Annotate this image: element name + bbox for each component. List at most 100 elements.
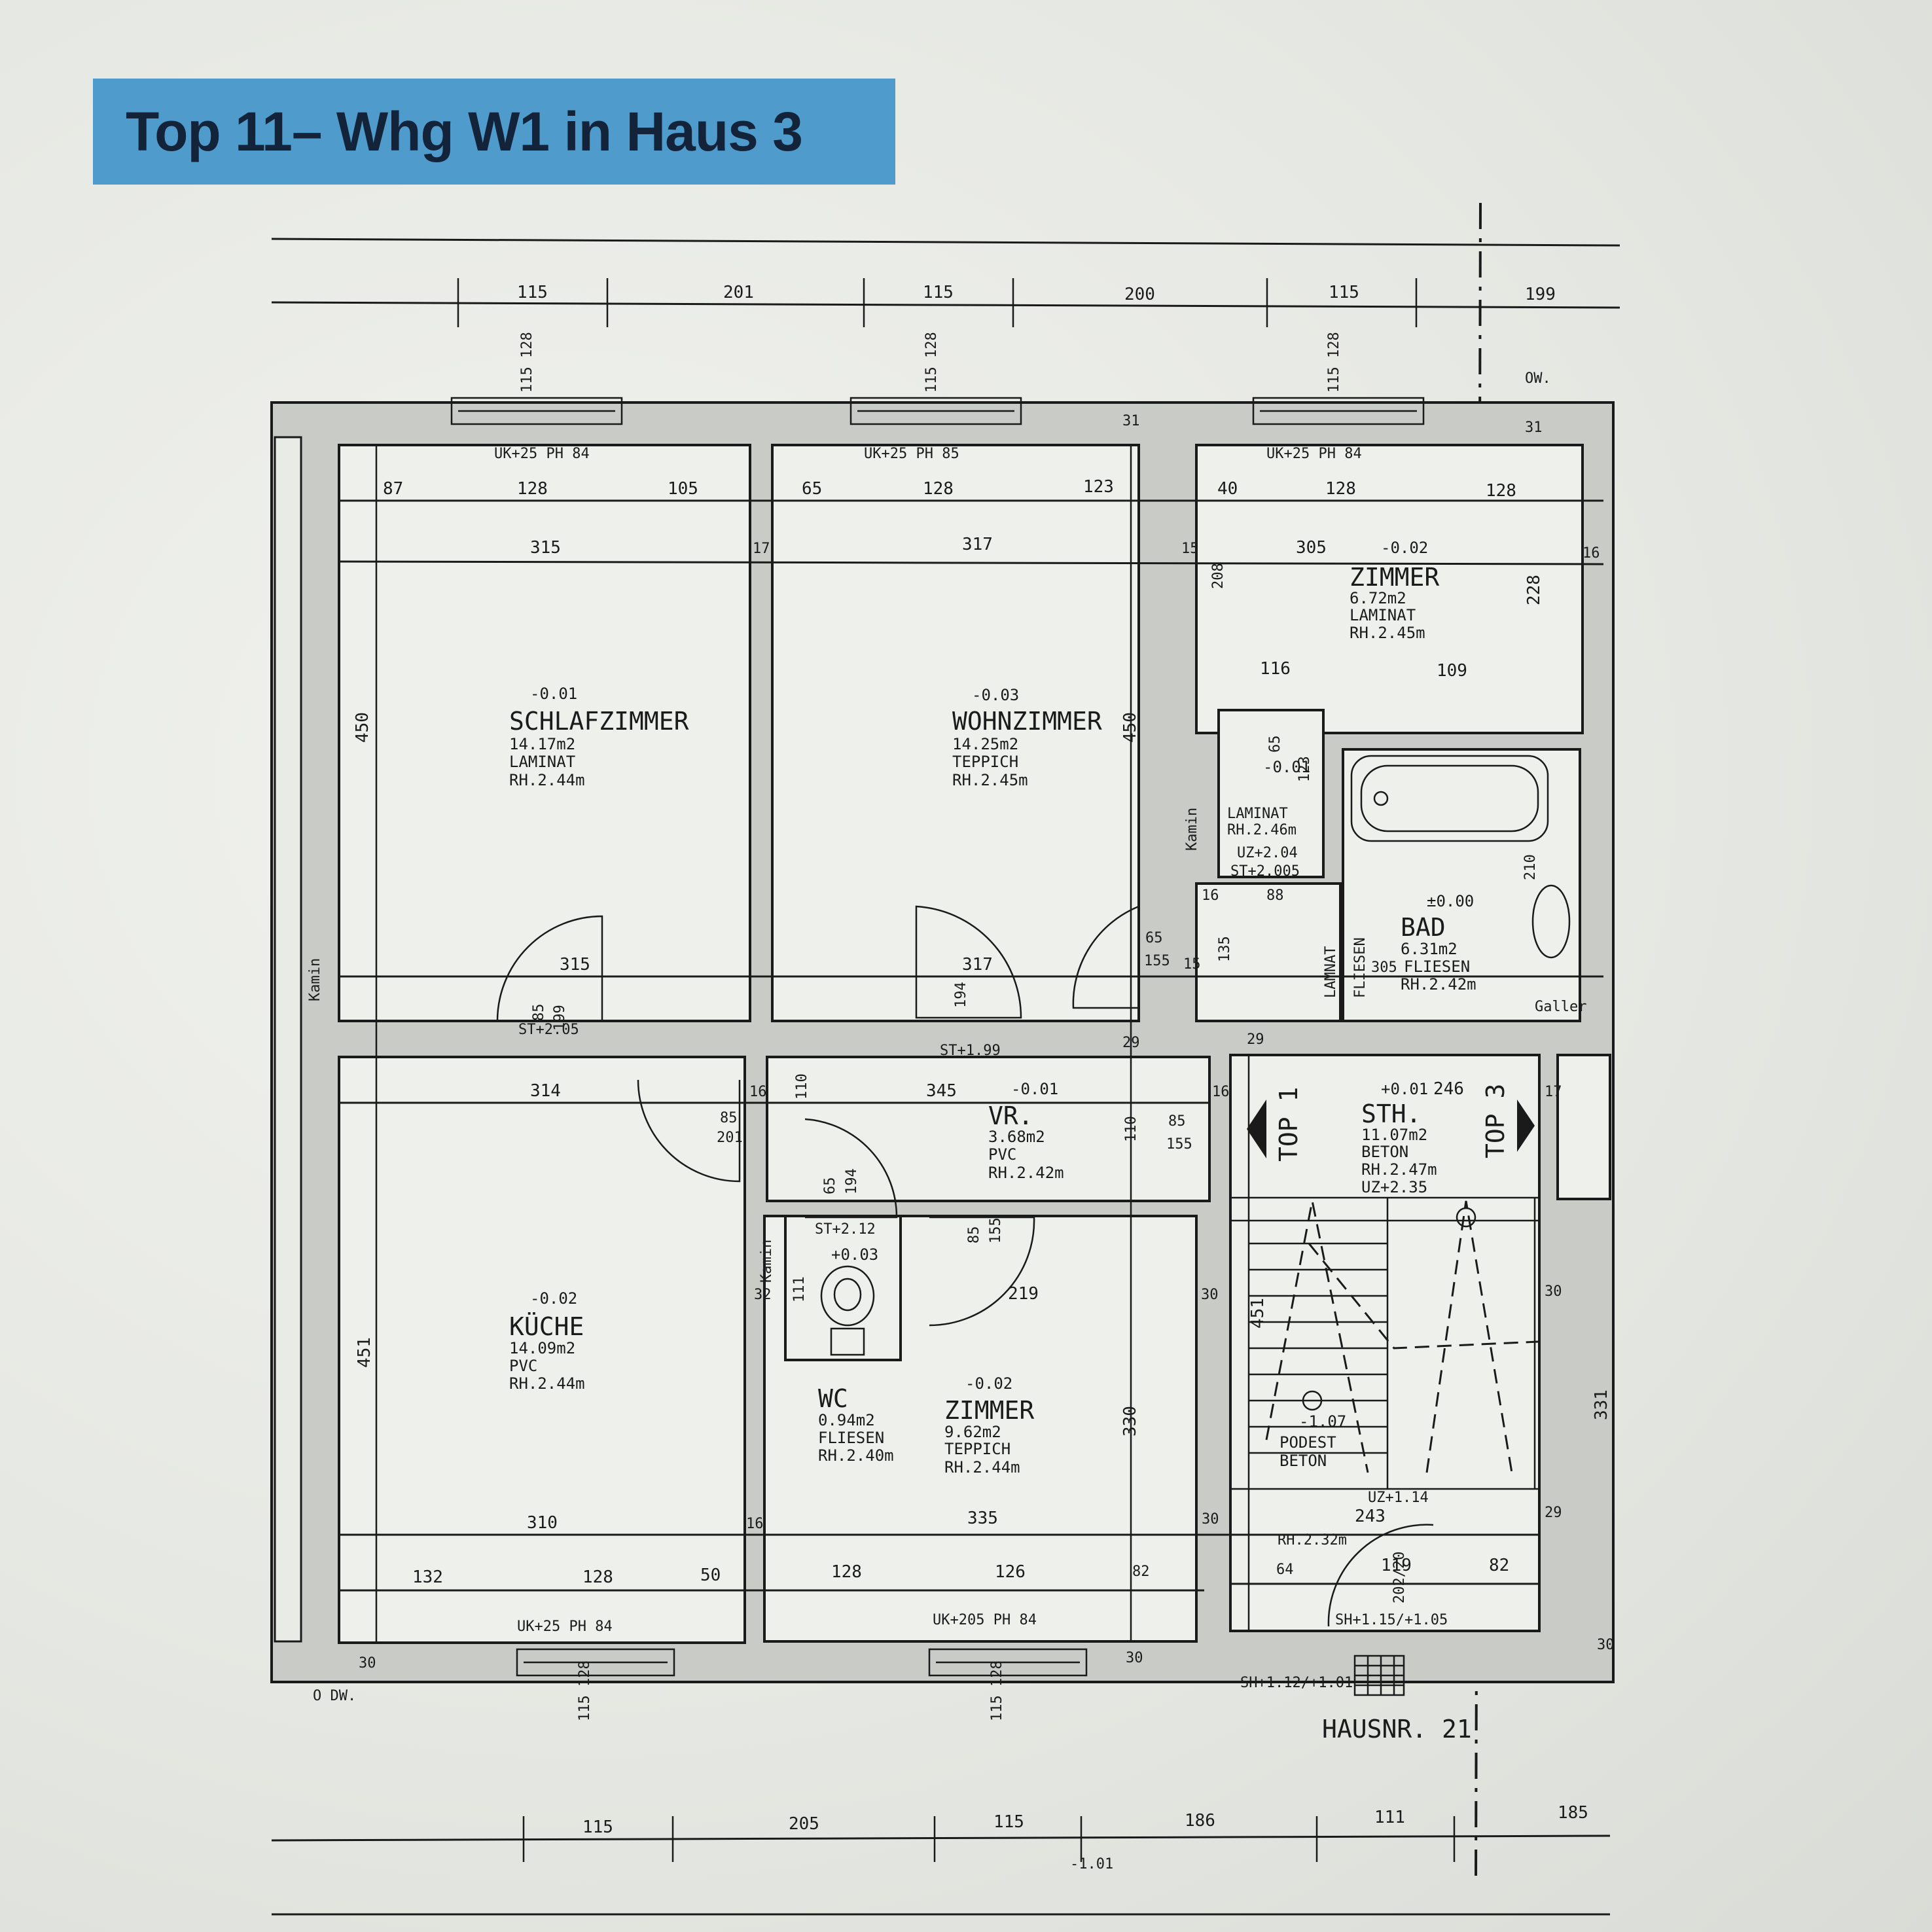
- bad-area: 6.31m2: [1401, 940, 1458, 958]
- wc-floor: FLIESEN: [818, 1429, 884, 1447]
- dim-top-5: 115: [1329, 283, 1359, 302]
- dim-top-6: 199: [1525, 285, 1556, 304]
- dim-top-1: 115: [517, 283, 548, 302]
- label-podest: -1.07 PODEST BETON: [1279, 1412, 1346, 1470]
- wc-box: [784, 1215, 902, 1361]
- kueche-floor: PVC: [509, 1357, 537, 1375]
- room-zimmer-top: [1195, 444, 1584, 734]
- top1-label: TOP 1: [1274, 1087, 1303, 1162]
- room-wohnzimmer: [771, 444, 1140, 1022]
- bathtub: [1350, 755, 1549, 842]
- zimmer-bottom-floor: TEPPICH: [944, 1440, 1011, 1458]
- dim-row1-right-2: 128: [1325, 479, 1356, 499]
- dim-misc-16: 16: [1202, 887, 1219, 904]
- wohnzimmer-height: RH.2.45m: [952, 771, 1028, 789]
- room-abstell: [1217, 709, 1325, 878]
- top3-marker: TOP 3: [1481, 1084, 1535, 1158]
- window-bottom-1-label: UK+25 PH 84: [517, 1619, 613, 1635]
- schlafzimmer-area: 14.17m2: [509, 735, 575, 753]
- schlafzimmer-floor: LAMINAT: [509, 753, 575, 771]
- dim-misc-210: 210: [1522, 854, 1539, 880]
- abstell-st: ST+2.005: [1230, 863, 1300, 880]
- bad-height: RH.2.42m: [1401, 975, 1476, 993]
- dim-h-kueche: 451: [355, 1337, 374, 1368]
- door-dim-6: 194: [844, 1168, 860, 1194]
- wohnzimmer-area: 14.25m2: [952, 735, 1018, 753]
- dim-row1-mid-1: 65: [802, 479, 822, 499]
- dim-h-zimmer: 228: [1524, 575, 1544, 605]
- label-schlafzimmer: -0.01 SCHLAFZIMMER 14.17m2 LAMINAT RH.2.…: [509, 685, 689, 789]
- threshold-st212: ST+2.12: [815, 1221, 876, 1238]
- dim-zimmer-inner-1: 116: [1260, 659, 1291, 679]
- dim-bottom-29: 29: [1545, 1505, 1562, 1521]
- dim-h-schlaf: 450: [353, 712, 372, 743]
- dim-row2-left-1: 132: [412, 1567, 443, 1587]
- window-top-3-label: UK+25 PH 84: [1266, 446, 1362, 462]
- dim-w-zimmer: 305: [1296, 538, 1327, 558]
- dim-misc-219: 219: [1008, 1284, 1039, 1304]
- wohnzimmer-floor: TEPPICH: [952, 753, 1018, 771]
- podest-name: PODEST: [1279, 1433, 1336, 1452]
- dim-row2-mid-2: 126: [995, 1562, 1026, 1582]
- staircase: [1230, 1196, 1539, 1490]
- dim-misc-88: 88: [1266, 887, 1284, 904]
- door-dim-1: 85: [531, 1004, 547, 1022]
- dim-w-wall2: 15: [1181, 541, 1199, 557]
- galler-label: Galler: [1535, 999, 1586, 1015]
- dim-misc-135: 135: [1217, 936, 1233, 962]
- wohnzimmer-level: -0.03: [972, 686, 1019, 704]
- schlafzimmer-height: RH.2.44m: [509, 771, 585, 789]
- door-dim-4: 201: [717, 1130, 743, 1146]
- bottom-windows: UK+25 PH 84 UK+205 PH 84 115 128 115 128…: [313, 1612, 1088, 1721]
- zimmer-top-floor: LAMINAT: [1350, 606, 1416, 624]
- vr-height: RH.2.42m: [988, 1164, 1064, 1182]
- kueche-height: RH.2.44m: [509, 1374, 585, 1393]
- toilet: [820, 1265, 875, 1356]
- dim-bottom-3: 115: [993, 1812, 1024, 1832]
- dim-top-3: 115: [923, 283, 954, 302]
- sth-name: STH.: [1361, 1100, 1422, 1128]
- dim-vr-3: 345: [926, 1081, 957, 1101]
- dim-row2-left-2: 128: [582, 1567, 613, 1587]
- door-dim-10: 155: [1144, 953, 1170, 969]
- dim-h-zimmer2: 208: [1210, 563, 1226, 589]
- kamin-label-wc: Kamin: [759, 1240, 775, 1283]
- title-banner: Top 11– Whg W1 in Haus 3: [93, 79, 895, 185]
- dim-bottom-1: 115: [582, 1817, 613, 1837]
- window-bottom-2-label: UK+205 PH 84: [933, 1612, 1037, 1628]
- dim-bottom-6: 185: [1558, 1803, 1588, 1823]
- sth-level: +0.01: [1381, 1080, 1428, 1098]
- dim-vr-2: 16: [749, 1084, 767, 1100]
- dim-w-wohn: 317: [962, 535, 993, 554]
- dim-bottom-kueche: 310: [527, 1513, 558, 1533]
- bad-name: BAD: [1401, 913, 1446, 942]
- vr-level: -0.01: [1011, 1080, 1058, 1098]
- window-top-1-dim: 115 128: [519, 332, 535, 393]
- zimmer-top-height: RH.2.45m: [1350, 624, 1425, 642]
- bottom-dimension-chain: 115 205 115 186 111 185 -1.01: [271, 1803, 1611, 1916]
- dim-row1-left-2: 128: [517, 479, 548, 499]
- abstell-level: -0.01: [1263, 758, 1310, 776]
- door-dim-7: 85: [966, 1226, 982, 1244]
- dim-misc-110a: 110: [794, 1073, 810, 1100]
- lamnat-label: LAMNAT: [1323, 946, 1339, 998]
- dim-h-wohn: 450: [1120, 712, 1140, 743]
- kamin-label-left: Kamin: [307, 958, 323, 1001]
- dim-misc-111: 111: [791, 1276, 808, 1302]
- door-swings: 85 199 85 201 65 194 85 155 65 155 65 19…: [496, 736, 1434, 1627]
- door-dim-5: 65: [822, 1177, 838, 1195]
- dim-row2-right-3: 82: [1489, 1556, 1509, 1575]
- dim-misc-15: 15: [1183, 956, 1201, 973]
- ow-left-label: O DW.: [313, 1688, 356, 1704]
- abstell-floor: LAMINAT: [1227, 806, 1288, 822]
- house-number: HAUSNR. 21: [1322, 1715, 1472, 1744]
- dim-top-2: 201: [723, 283, 754, 302]
- kueche-level: -0.02: [530, 1289, 577, 1308]
- washbasin: [1531, 884, 1571, 959]
- uz114-label: UZ+1.14: [1368, 1490, 1429, 1506]
- room-schlafzimmer: [338, 444, 751, 1022]
- window-bottom-2-dim: 115 128: [989, 1660, 1005, 1721]
- door-dim-13: 85: [1168, 1113, 1186, 1130]
- wc-level: +0.03: [831, 1245, 878, 1264]
